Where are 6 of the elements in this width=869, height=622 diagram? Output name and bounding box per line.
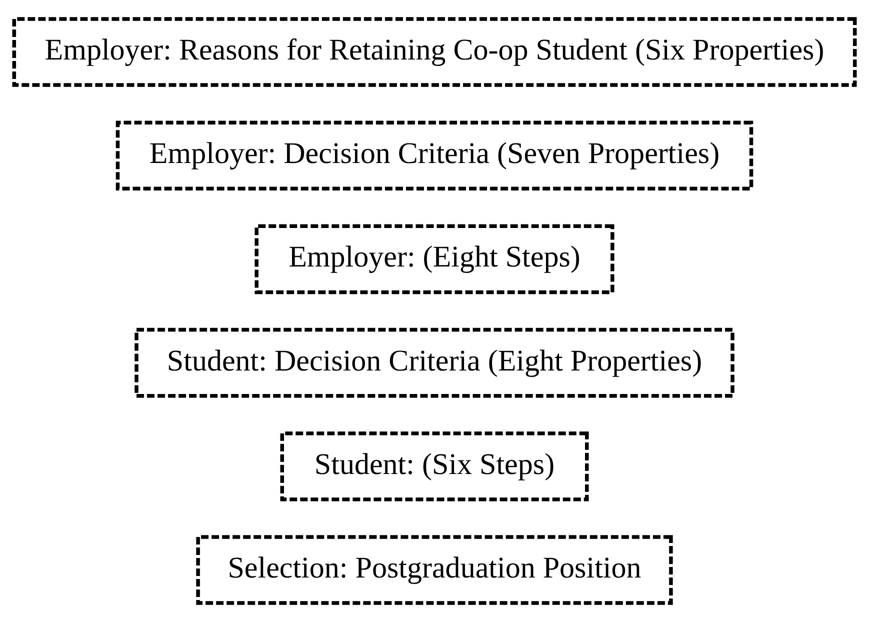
node-box: Student: (Six Steps) xyxy=(280,431,589,502)
node-box: Student: Decision Criteria (Eight Properties) xyxy=(134,328,734,398)
node-box: Employer: (Eight Steps) xyxy=(254,224,614,294)
node-box: Selection: Postgraduation Position xyxy=(196,535,673,605)
node-box: Employer: Decision Criteria (Seven Properties) xyxy=(116,120,754,191)
node-box: Employer: Reasons for Retaining Co-op Student (Six Properties) xyxy=(12,17,857,87)
